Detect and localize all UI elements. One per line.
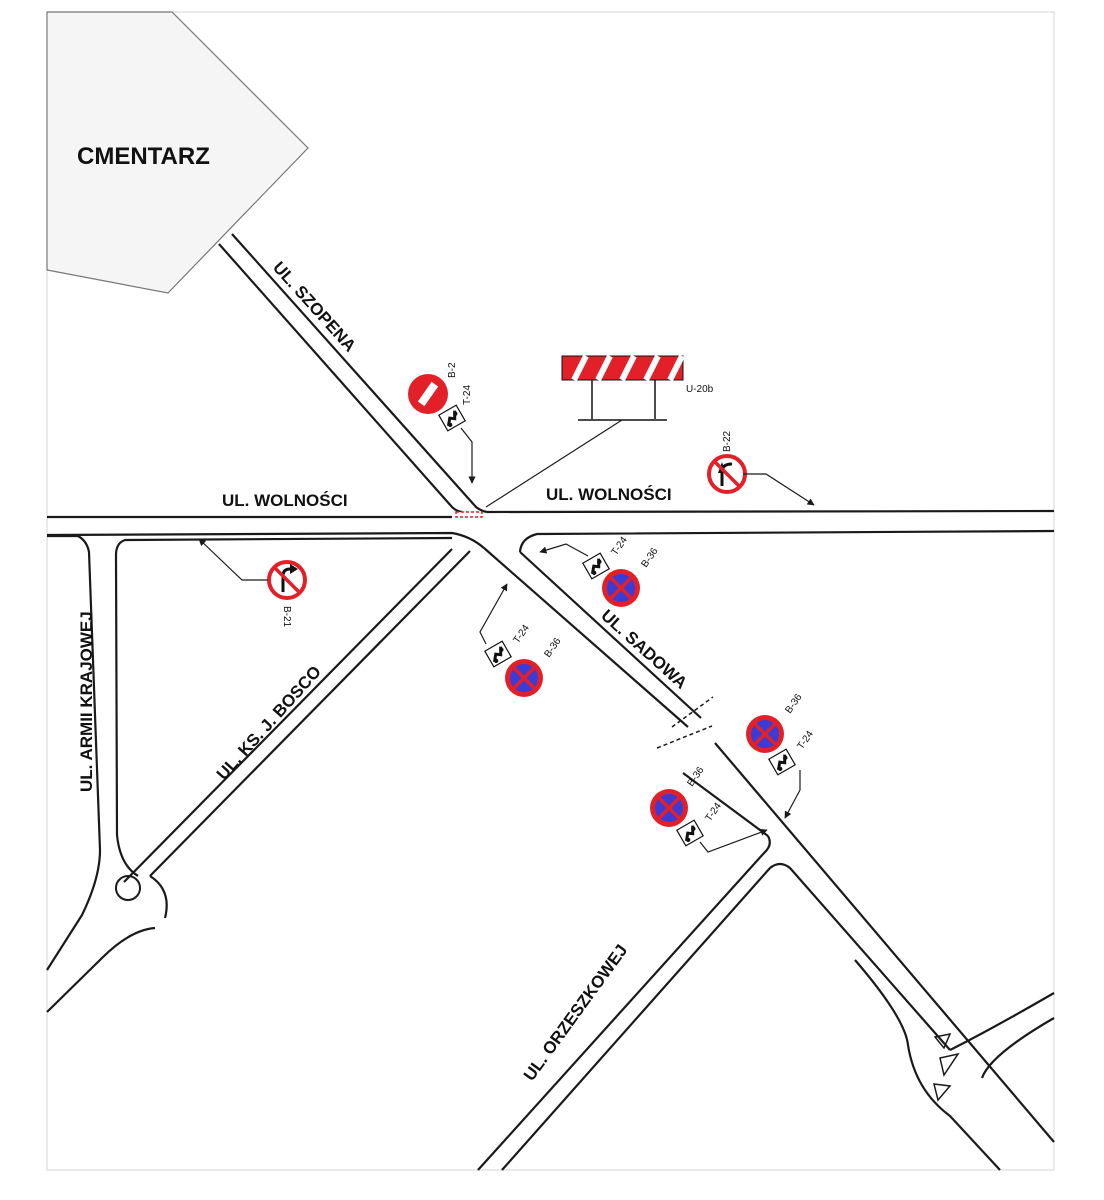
road-armii-west [46, 534, 102, 971]
street-label-armii-krajowej: UL. ARMII KRAJOWEJ [77, 611, 96, 792]
leader-b36-e [699, 828, 768, 853]
sign-t24-plate-a [437, 403, 467, 433]
road-armii-bottom [46, 926, 156, 1013]
roundabout-se-island-1 [933, 1032, 952, 1050]
road-sadowa-west-edge [483, 547, 689, 728]
road-armii-rounda-link [149, 875, 168, 919]
leader-b36-d [784, 770, 801, 819]
sign-b21-code: B-21 [281, 606, 292, 628]
street-label-szopena: UL. SZOPENA [269, 258, 360, 356]
roundabout-se-island-3 [933, 1083, 952, 1102]
roundabout-se-west [854, 959, 1001, 1171]
sign-b36-stop-prohibition-c [503, 657, 545, 699]
sign-t24-plate-b [581, 551, 611, 581]
road-orzeszkowej-east [501, 862, 951, 1171]
road-armii-east [114, 536, 453, 877]
leader-b36-b [539, 543, 589, 557]
road-barrier-strip [455, 511, 483, 518]
sign-b21-no-right-turn [267, 560, 307, 600]
road-bosco-east [149, 550, 471, 877]
cemetery-label: CMENTARZ [77, 143, 210, 170]
sign-u20b-code: U-20b [686, 384, 714, 395]
road-closure-line-south [656, 725, 713, 749]
leader-b2 [460, 427, 476, 484]
page-frame [46, 11, 1055, 1171]
road-sadowa-east-lower [714, 742, 1055, 1143]
roundabout-se-island-2 [939, 1052, 960, 1077]
sign-t24-code-d: T-24 [795, 729, 816, 752]
sign-t24-code-e: T-24 [703, 801, 724, 824]
sign-b22-code: B-22 [722, 430, 733, 452]
road-orzeszkowej-west [477, 835, 771, 1171]
sign-b22-no-left-turn [707, 454, 747, 494]
road-sadowa-east-edge [519, 551, 702, 719]
sign-b36-code-b: B-36 [639, 546, 660, 570]
sign-t24-plate-d [767, 747, 797, 777]
sign-b36-stop-prohibition-e [648, 787, 690, 829]
sign-t24-code-c: T-24 [511, 623, 532, 646]
road-wolnosci-south-right [518, 529, 1055, 553]
road-sadowa-west-lower [682, 772, 769, 837]
sign-t24-plate-e [675, 818, 705, 848]
street-label-bosco: UL. KS. J. BOSCO [213, 662, 325, 784]
sign-t24-plate-c [483, 639, 513, 669]
sign-b36-stop-prohibition-b [600, 567, 642, 609]
street-label-wolnosci-right: UL. WOLNOŚCI [546, 485, 672, 504]
sign-b2-no-entry [408, 374, 448, 414]
road-bosco-west [123, 548, 453, 883]
sign-b2-code: B-2 [447, 362, 458, 378]
sign-b36-code-d: B-36 [783, 692, 804, 716]
cemetery-area [46, 11, 309, 294]
sign-b36-stop-prohibition-d [744, 713, 786, 755]
street-label-wolnosci-left: UL. WOLNOŚCI [222, 491, 348, 510]
road-szopena-right-edge [231, 233, 488, 514]
leader-b36-c [479, 583, 508, 645]
sign-t24-code-a: T-24 [462, 385, 473, 405]
roundabout-se-north [949, 992, 1055, 1051]
road-szopena-left-edge [218, 243, 463, 514]
roundabout-small [115, 875, 141, 901]
sign-b36-code-c: B-36 [542, 636, 563, 660]
roundabout-se-east [980, 1017, 1055, 1079]
sign-u20b-barrier [561, 354, 685, 421]
leader-b22 [743, 473, 815, 506]
sign-b36-code-e: B-36 [685, 765, 706, 789]
road-closure-line-north [671, 696, 714, 728]
road-wolnosci-north-right [486, 509, 1055, 514]
road-wolnosci-south-left [46, 531, 485, 549]
sign-t24-code-b: T-24 [609, 535, 630, 558]
leader-b21 [198, 538, 268, 581]
leader-u20b [485, 419, 623, 508]
street-label-sadowa: UL. SADOWA [597, 606, 690, 693]
